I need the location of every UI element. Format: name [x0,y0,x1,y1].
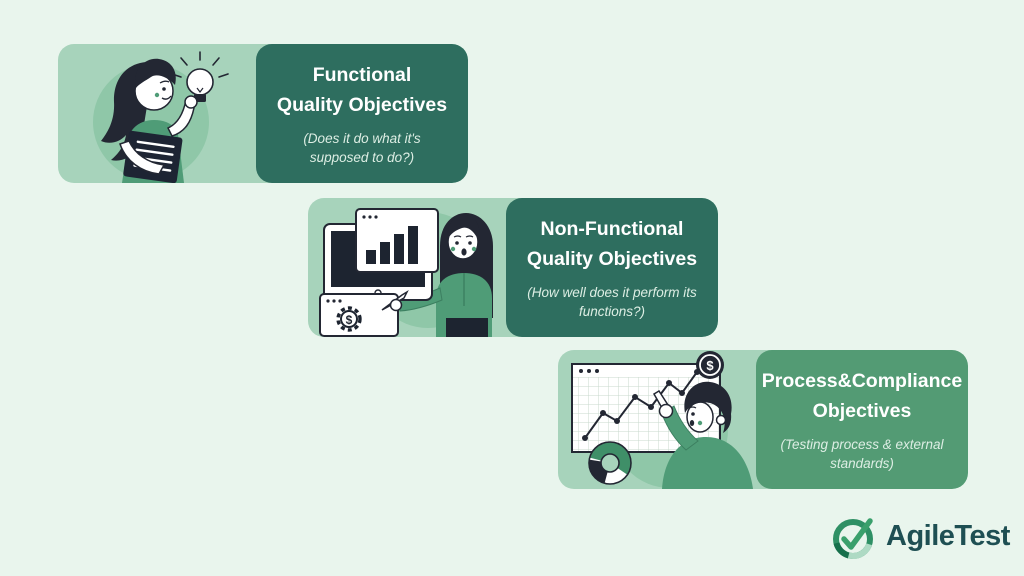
svg-text:$: $ [706,358,714,373]
svg-text:$: $ [346,313,353,327]
card-subtitle-line1: (How well does it perform its [527,285,697,300]
agiletest-logo: AgileTest [830,512,1010,560]
card-subtitle-line2: supposed to do?) [309,150,415,165]
card-title-line1: Functional [312,64,412,86]
check-circle-icon [833,518,873,559]
card-subtitle: (Testing process & external standards) [780,435,943,473]
card-title: Process&Compliance Objectives [762,366,963,426]
card-title-line2: Objectives [812,400,912,422]
card-title-line1: Non-Functional [540,218,684,240]
card-title-line1: Process&Compliance [761,370,963,392]
woman-holding-lightbulb-illustration [93,51,229,183]
card-non-functional-quality-objectives: $ Non-Functional Quality Objectives (How… [308,198,718,337]
card-subtitle: (Does it do what it's supposed to do?) [303,129,420,167]
panel-functional-quality-objectives: Functional Quality Objectives (Does it d… [256,44,468,183]
logo-text: AgileTest [886,519,1010,552]
card-title-line2: Quality Objectives [276,94,448,116]
panel-non-functional-quality-objectives: Non-Functional Quality Objectives (How w… [506,198,718,337]
card-functional-quality-objectives: Functional Quality Objectives (Does it d… [58,44,468,183]
card-subtitle-line1: (Does it do what it's [303,131,421,146]
card-process-compliance-objectives: $ Process&Compliance Object [558,350,968,489]
card-title-line2: Quality Objectives [526,248,698,270]
man-pointing-line-chart-illustration: $ [571,351,753,489]
card-title: Functional Quality Objectives [277,60,447,120]
card-subtitle: (How well does it perform its functions?… [527,283,697,321]
woman-with-monitor-bar-chart-illustration: $ [319,208,493,337]
card-subtitle-line2: standards) [830,456,894,471]
card-subtitle-line2: functions?) [578,304,646,319]
card-subtitle-line1: (Testing process & external [780,437,944,452]
card-title: Non-Functional Quality Objectives [527,214,697,274]
panel-process-compliance-objectives: Process&Compliance Objectives (Testing p… [756,350,968,489]
